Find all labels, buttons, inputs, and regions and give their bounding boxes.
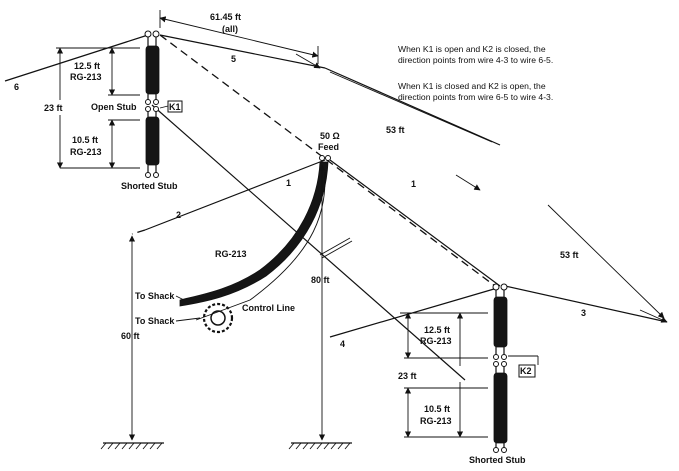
- svg-text:60 ft: 60 ft: [121, 331, 140, 341]
- open-stub-label: Open Stub: [91, 102, 137, 112]
- ground-symbols: [100, 442, 352, 450]
- control-line-label: Control Line: [242, 303, 295, 313]
- k1-diagonal-wire: [151, 104, 466, 381]
- svg-text:23 ft: 23 ft: [44, 103, 63, 113]
- right-open-stub-coax: [493, 296, 508, 348]
- antenna-wires: [4, 34, 668, 381]
- left-stub-dimensions: 12.5 ft RG-213 23 ft 10.5 ft RG-213 Open…: [44, 47, 178, 191]
- main-coax-rg213: [179, 161, 329, 307]
- wire-num-6: 6: [14, 82, 19, 92]
- relay-k1: K1: [159, 100, 183, 113]
- svg-text:53 ft: 53 ft: [560, 250, 579, 260]
- to-shack-2: To Shack: [135, 316, 175, 326]
- wire3-arrow: [639, 309, 668, 323]
- wire-num-2: 2: [176, 210, 181, 220]
- note-line-4: direction points from wire 6-5 to wire 4…: [398, 92, 553, 102]
- right-stub-assembly: [492, 283, 508, 453]
- svg-text:80 ft: 80 ft: [311, 275, 330, 285]
- note-line-2: direction points from wire 4-3 to wire 6…: [398, 55, 553, 65]
- wire-2-dashed: [131, 229, 146, 235]
- direction-notes: When K1 is open and K2 is closed, the di…: [398, 44, 553, 102]
- height-dimensions: 60 ft 80 ft: [121, 164, 330, 441]
- wire-num-1: 1: [411, 179, 416, 189]
- left-shorted-stub-coax: [145, 116, 160, 166]
- left-stub-assembly: [144, 30, 160, 178]
- svg-text:K1: K1: [169, 102, 181, 112]
- relay-k2: K2: [508, 355, 539, 378]
- shorted-stub-right-label: Shorted Stub: [469, 455, 526, 465]
- spacing-dimension: 61.45 ft (all): [159, 10, 319, 64]
- wire-1-right: [329, 159, 501, 287]
- spacing-label: 61.45 ft: [210, 12, 241, 22]
- wire-num-5: 5: [231, 54, 236, 64]
- right-stub-dimensions: 12.5 ft RG-213 23 ft 10.5 ft RG-213 Shor…: [398, 312, 526, 465]
- wire-5-continued: [324, 67, 501, 146]
- note-line-3: When K1 is closed and K2 is open, the: [398, 81, 546, 91]
- svg-text:RG-213: RG-213: [420, 416, 452, 426]
- wire5-arrow: [295, 53, 321, 69]
- wire-numbers: 6 5 1 1 2 3 4: [14, 54, 586, 349]
- svg-text:K2: K2: [520, 366, 532, 376]
- wire-1-left: [144, 159, 326, 231]
- svg-text:12.5 ft: 12.5 ft: [74, 61, 100, 71]
- wire3-dimension: 53 ft: [547, 204, 665, 319]
- right-shorted-stub-coax: [493, 372, 508, 444]
- wire-3: [504, 285, 668, 323]
- to-shack-1: To Shack: [135, 291, 175, 301]
- coax-label: RG-213: [215, 249, 247, 259]
- svg-text:RG-213: RG-213: [420, 336, 452, 346]
- feed-impedance: 50 Ω: [320, 131, 340, 141]
- feed-label: Feed: [318, 142, 339, 152]
- wire1-arrow: [455, 174, 481, 191]
- wire5-dimension: 53 ft: [329, 71, 493, 143]
- svg-text:23 ft: 23 ft: [398, 371, 417, 381]
- svg-text:12.5 ft: 12.5 ft: [424, 325, 450, 335]
- center-feed: 50 Ω Feed RG-213: [179, 131, 353, 321]
- svg-text:RG-213: RG-213: [70, 72, 102, 82]
- shorted-stub-left-label: Shorted Stub: [121, 181, 178, 191]
- wire-num-4: 4: [340, 339, 345, 349]
- svg-text:10.5 ft: 10.5 ft: [72, 135, 98, 145]
- spacing-sublabel: (all): [222, 24, 238, 34]
- wire-num-3: 3: [581, 308, 586, 318]
- svg-text:53 ft: 53 ft: [386, 125, 405, 135]
- choke-coil: [202, 302, 234, 334]
- svg-text:10.5 ft: 10.5 ft: [424, 404, 450, 414]
- left-open-stub-coax: [145, 45, 160, 95]
- wire-6: [4, 34, 149, 82]
- svg-text:RG-213: RG-213: [70, 147, 102, 157]
- note-line-1: When K1 is open and K2 is closed, the: [398, 44, 546, 54]
- wire-num-1b: 1: [286, 178, 291, 188]
